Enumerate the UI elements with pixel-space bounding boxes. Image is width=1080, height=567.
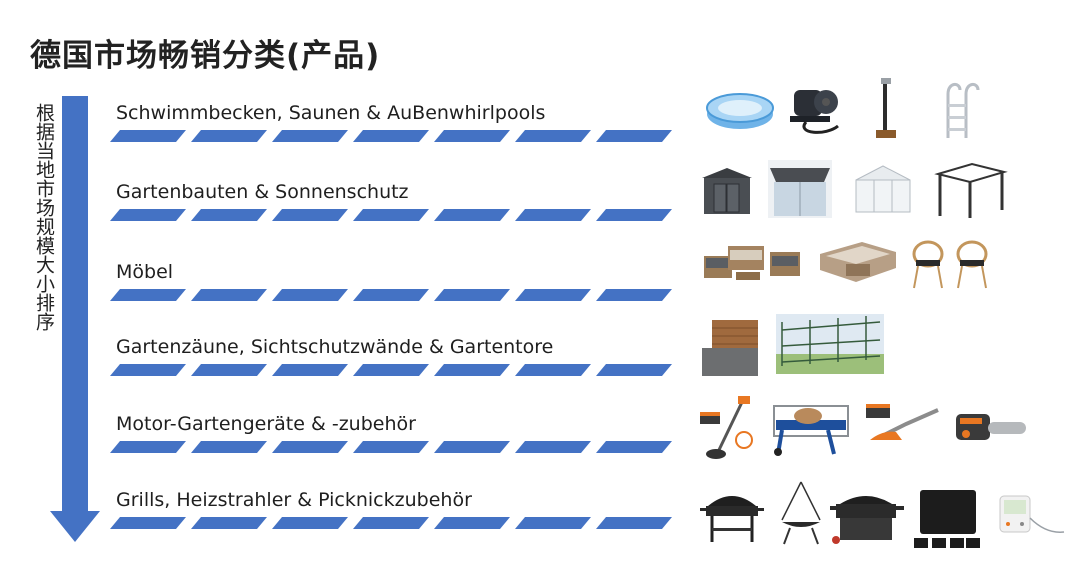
log-splitter-icon [773,405,849,456]
underline-segment [596,441,672,453]
underline-segment [434,364,510,376]
pergola-icon [934,162,1008,218]
grill-mat-icon [914,490,980,548]
underline-segment [434,130,510,142]
underline-segment [353,364,429,376]
dashed-underline [110,130,672,142]
awning-icon [768,160,832,218]
underline-segment [434,517,510,529]
garden-shower-icon [876,78,896,138]
category-label: Gartenzäune, Sichtschutzwände & Gartento… [116,336,554,358]
underline-segment [191,209,267,221]
underline-segment [434,441,510,453]
underline-segment [353,517,429,529]
corner-lounge-set-icon [820,242,896,282]
pool-pump-icon [790,90,839,134]
underline-segment [272,364,348,376]
metal-fence-icon [776,314,884,374]
underline-segment [515,517,591,529]
inflatable-pool-icon [706,93,774,129]
underline-segment [515,364,591,376]
underline-segment [110,441,186,453]
underline-segment [515,130,591,142]
underline-segment [110,517,186,529]
underline-segment [434,209,510,221]
underline-segment [515,209,591,221]
underline-segment [596,517,672,529]
underline-segment [272,209,348,221]
underline-segment [353,130,429,142]
underline-segment [272,289,348,301]
privacy-screen-icon [702,320,758,376]
pool-ladder-icon [946,83,980,138]
category-label: Schwimmbecken, Saunen & AuBenwhirlpools [116,102,546,124]
underline-segment [353,289,429,301]
underline-segment [110,289,186,301]
fire-pit-icon [781,481,821,545]
underline-segment [353,441,429,453]
grass-trimmer-icon [700,396,753,459]
dashed-underline [110,209,672,221]
gas-grill-icon [830,496,904,544]
sort-order-label: 根据当地市场规模大小排序 [33,103,55,331]
down-arrow-icon [50,96,100,542]
dashed-underline [110,289,672,301]
page-title: 德国市场畅销分类(产品) [30,38,381,74]
category-label: Grills, Heizstrahler & Picknickzubehör [116,489,472,511]
dashed-underline [110,364,672,376]
dashed-underline [110,517,672,529]
category-row-grills: Grills, Heizstrahler & Picknickzubehör [110,489,680,549]
underline-segment [272,517,348,529]
category-row-furniture: Möbel [110,261,680,321]
grill-thermometer-icon [999,495,1065,533]
underline-segment [110,364,186,376]
underline-segment [515,441,591,453]
rattan-sofa-set-icon [704,246,800,280]
category-row-power-tools: Motor-Gartengeräte & -zubehör [110,413,680,473]
underline-segment [353,209,429,221]
underline-segment [596,130,672,142]
underline-segment [596,364,672,376]
category-label: Möbel [116,261,174,283]
underline-segment [191,364,267,376]
underline-segment [596,289,672,301]
underline-segment [272,441,348,453]
dashed-underline [110,441,672,453]
underline-segment [515,289,591,301]
category-label: Gartenbauten & Sonnenschutz [116,181,409,203]
underline-segment [110,130,186,142]
hedge-trimmer-icon [866,404,939,440]
underline-segment [191,517,267,529]
underline-segment [191,441,267,453]
garden-shed-icon [702,168,752,214]
category-row-pools: Schwimmbecken, Saunen & AuBenwhirlpools [110,102,680,162]
underline-segment [434,289,510,301]
rattan-chairs-icon [912,240,988,289]
underline-segment [191,289,267,301]
category-row-fences: Gartenzäune, Sichtschutzwände & Gartento… [110,336,680,396]
underline-segment [596,209,672,221]
chainsaw-icon [956,414,1026,440]
category-row-garden-buildings: Gartenbauten & Sonnenschutz [110,181,680,241]
underline-segment [191,130,267,142]
underline-segment [272,130,348,142]
charcoal-grill-icon [700,496,764,542]
greenhouse-icon [855,165,911,213]
underline-segment [110,209,186,221]
category-label: Motor-Gartengeräte & -zubehör [116,413,416,435]
